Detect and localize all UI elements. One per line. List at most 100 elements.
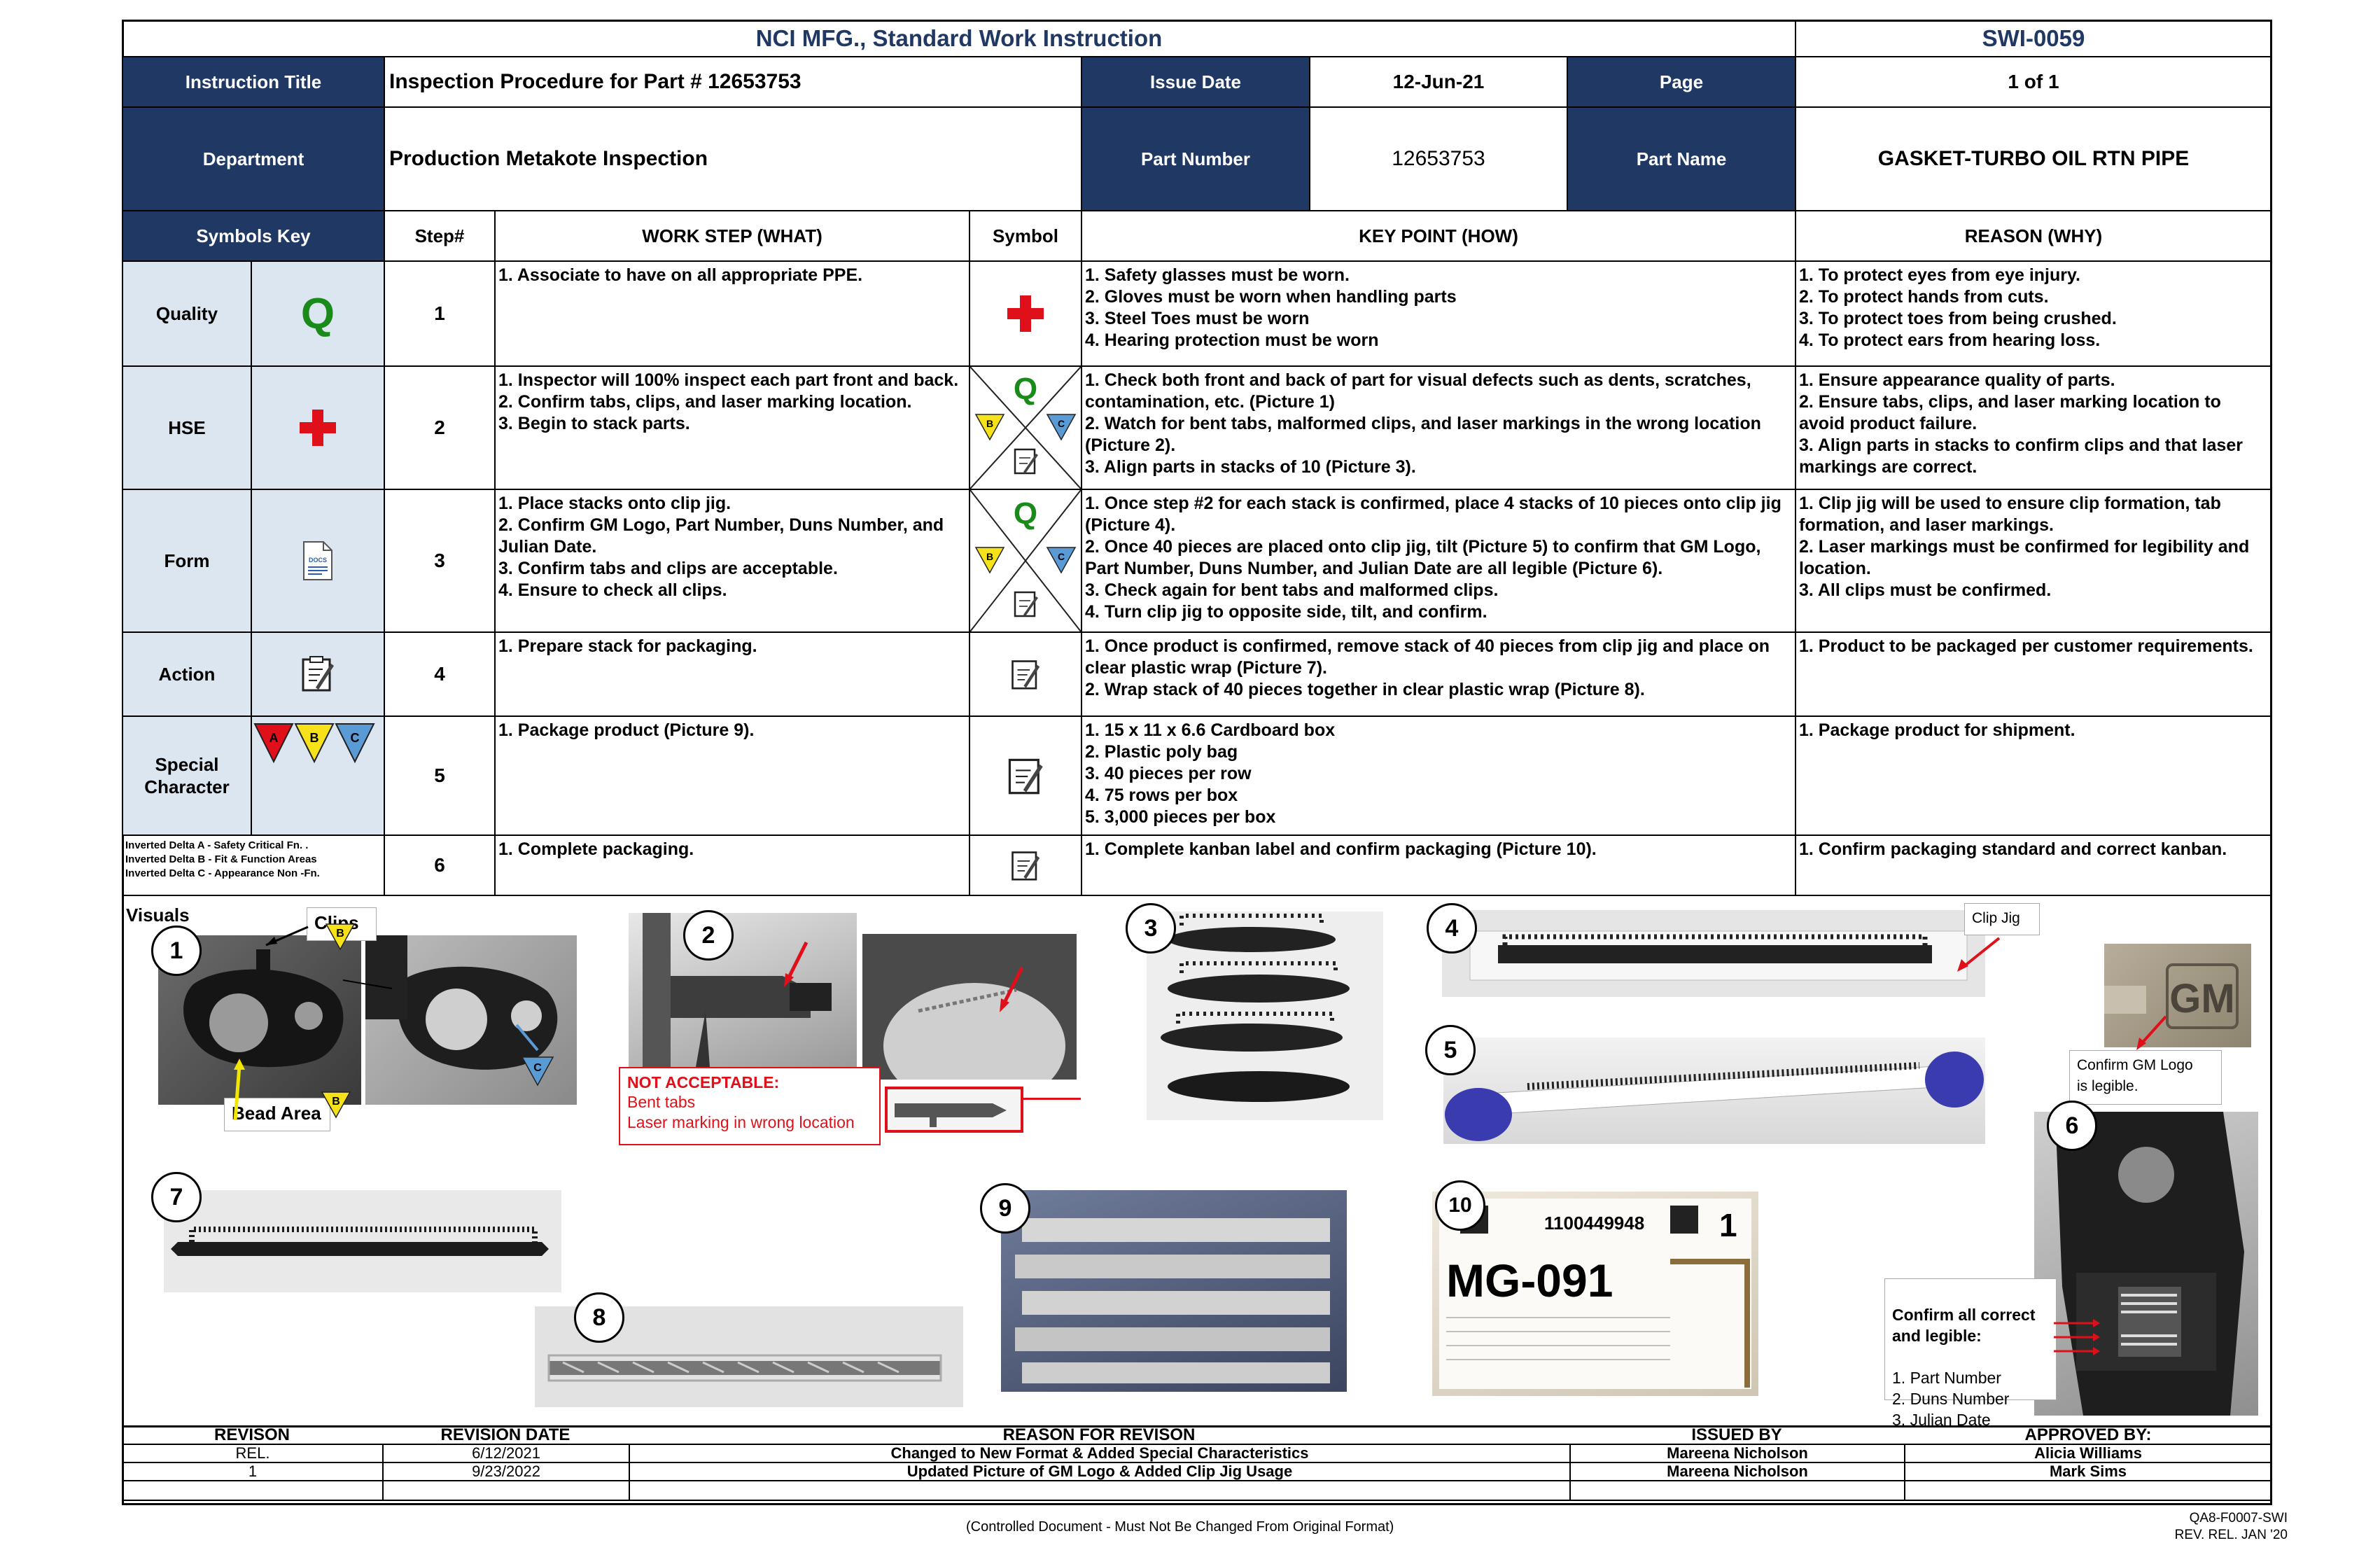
step-3-why: 1. Clip jig will be used to ensure clip …	[1795, 489, 2272, 633]
wrap-photo-icon	[164, 1190, 561, 1292]
hse-cross-icon	[1007, 295, 1044, 332]
kanban-label-photo-icon: 1100449948 1 MG-091	[1439, 1199, 1751, 1389]
confirm-all-items: 1. Part Number 2. Duns Number 3. Julian …	[1892, 1369, 2010, 1429]
combined-symbol-icon: Q B C	[970, 367, 1081, 489]
clip-photo-icon	[643, 913, 832, 1068]
step-4-what: 1. Prepare stack for packaging.	[494, 631, 970, 717]
page-label: Page	[1567, 56, 1796, 108]
step-4-number: 4	[384, 631, 496, 717]
step-1-symbol	[969, 260, 1082, 367]
step-2-what: 1. Inspector will 100% inspect each part…	[494, 365, 970, 490]
not-acceptable-box: NOT ACCEPTABLE: Bent tabs Laser marking …	[619, 1067, 881, 1145]
confirm-all-callout: Confirm all correct and legible: 1. Part…	[1884, 1278, 2057, 1429]
quality-q-icon: Q	[1014, 372, 1037, 406]
tri-a-label: A	[270, 731, 279, 745]
revision-header-approved: APPROVED BY:	[2024, 1425, 2152, 1444]
hse-cross-cell	[251, 365, 385, 490]
not-acceptable-lines: Bent tabs Laser marking in wrong locatio…	[627, 1093, 855, 1131]
picture-2-arrows	[784, 941, 1024, 1012]
picture-9-box	[1001, 1190, 1347, 1392]
rev-row-1-date: 6/12/2021	[382, 1444, 630, 1463]
confirm-all-title: Confirm all correct and legible:	[1892, 1306, 2036, 1345]
rev-row-2-approved: Mark Sims	[1904, 1462, 2272, 1481]
not-acceptable-title: NOT ACCEPTABLE:	[627, 1073, 780, 1091]
step-6-number: 6	[384, 835, 496, 896]
picture-5-number: 5	[1425, 1025, 1476, 1075]
form-code: QA8-F0007-SWI	[2189, 1511, 2288, 1525]
revision-header-issued: ISSUED BY	[1691, 1425, 1782, 1444]
rev-row-3-empty	[1904, 1480, 2272, 1501]
step-2-symbol: Q B C	[969, 365, 1082, 490]
bead-area-callout: Bead Area	[224, 1098, 330, 1131]
picture-2-laser	[862, 934, 1077, 1109]
step-1-what: 1. Associate to have on all appropriate …	[494, 260, 970, 367]
markings-photo-icon	[2055, 1112, 2244, 1416]
instruction-title: Inspection Procedure for Part # 12653753	[384, 56, 1082, 108]
key-hse-label: HSE	[122, 365, 252, 490]
rev-row-2-reason: Updated Picture of GM Logo & Added Clip …	[629, 1462, 1571, 1481]
kanban-number: 1100449948	[1544, 1213, 1644, 1234]
step-1-how: 1. Safety glasses must be worn. 2. Glove…	[1081, 260, 1796, 367]
action-cell	[251, 631, 385, 717]
clip-jig-callout: Clip Jig	[1964, 903, 2040, 935]
company-title: NCI MFG., Standard Work Instruction	[122, 20, 1796, 57]
picture-7-number: 7	[151, 1172, 202, 1222]
rev-row-3-empty	[1569, 1480, 1905, 1501]
bent-tab-icon	[895, 1103, 1007, 1127]
red-connector-line	[1022, 1098, 1081, 1100]
step-5-what: 1. Package product (Picture 9).	[494, 715, 970, 836]
rev-row-1-issued: Mareena Nicholson	[1569, 1444, 1905, 1463]
doc-number: SWI-0059	[1795, 20, 2272, 57]
rev-row-2-date: 9/23/2022	[382, 1462, 630, 1481]
clip-jig-arrow	[1957, 937, 2001, 972]
rev-rel: REV. REL. JAN '20	[2174, 1528, 2288, 1542]
symbols-key-header: Symbols Key	[122, 210, 385, 262]
picture-1-annotations: B B	[233, 923, 393, 1121]
step-1-number: 1	[384, 260, 496, 367]
gasket-photo-icon	[183, 949, 344, 1068]
picture-8-number: 8	[574, 1292, 624, 1343]
action-clipboard-icon	[1011, 660, 1040, 690]
picture-3-number: 3	[1126, 903, 1176, 954]
department: Production Metakote Inspection	[384, 106, 1082, 211]
delta-notes: Inverted Delta A - Safety Critical Fn. .…	[122, 835, 385, 896]
department-label: Department	[122, 106, 385, 211]
visuals-label: Visuals	[126, 905, 190, 926]
symbol-header: Symbol	[969, 210, 1082, 262]
step-4-why: 1. Product to be packaged per customer r…	[1795, 631, 2272, 717]
box-photo-icon	[1015, 1218, 1330, 1383]
step-5-symbol	[969, 715, 1082, 836]
quality-q-icon: Q	[251, 260, 385, 367]
revision-header-date: REVISION DATE	[440, 1425, 570, 1444]
step-4-how: 1. Once product is confirmed, remove sta…	[1081, 631, 1796, 717]
action-clipboard-icon	[1008, 758, 1043, 795]
revision-header-reason: REASON FOR REVISON	[1002, 1425, 1196, 1444]
controlled-document-note: (Controlled Document - Must Not Be Chang…	[966, 1519, 1394, 1535]
step-3-symbol: Q B C	[969, 489, 1082, 633]
step-header: Step#	[384, 210, 496, 262]
step-3-what: 1. Place stacks onto clip jig. 2. Confir…	[494, 489, 970, 633]
key-form-label: Form	[122, 489, 252, 633]
tri-c-label: C	[351, 731, 360, 745]
gm-logo-photo-icon: GM	[2104, 963, 2239, 1029]
reason-header: REASON (WHY)	[1795, 210, 2272, 262]
page-value: 1 of 1	[1795, 56, 2272, 108]
picture-1-front	[158, 935, 361, 1105]
step-6-what: 1. Complete packaging.	[494, 835, 970, 896]
rev-row-1-reason: Changed to New Format & Added Special Ch…	[629, 1444, 1571, 1463]
stacks-photo-icon	[1161, 914, 1350, 1102]
revision-table: REVISON REVISION DATE REASON FOR REVISON…	[122, 1425, 2272, 1505]
picture-2-number: 2	[683, 910, 734, 961]
picture-1-blue-marker: C	[515, 1024, 554, 1087]
step-2-how: 1. Check both front and back of part for…	[1081, 365, 1796, 490]
document-icon: DOCS	[303, 541, 332, 580]
picture-5-tilt	[1443, 1038, 1985, 1144]
tri-b-label: B	[310, 731, 319, 745]
tri-c-label: C	[1058, 551, 1065, 562]
step-6-how: 1. Complete kanban label and confirm pac…	[1081, 835, 1796, 896]
revision-table-top-rule	[122, 1425, 2272, 1427]
tri-c-label: C	[1058, 418, 1065, 429]
step-3-how: 1. Once step #2 for each stack is confir…	[1081, 489, 1796, 633]
special-character-triangles-icon: A B C	[253, 723, 375, 764]
picture-7-wrap	[164, 1190, 561, 1292]
